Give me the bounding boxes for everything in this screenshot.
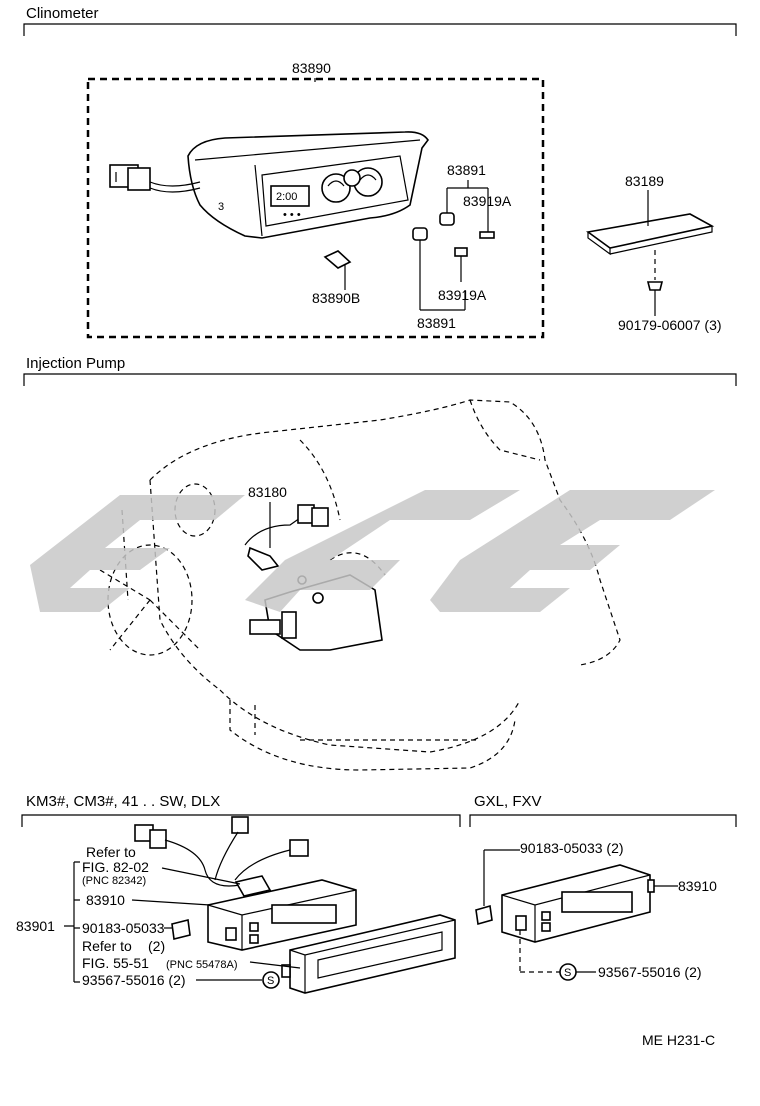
km3-section: KM3#, CM3#, 41 . . SW, DLX [16, 793, 461, 994]
watermark-shape [30, 495, 245, 612]
screw-symbol-gxl-letter: S [564, 967, 571, 979]
label-refer-to-b: Refer to [82, 938, 132, 954]
label-90183-05033-gxl: 90183-05033 (2) [520, 840, 624, 856]
km3-harness [134, 816, 309, 897]
section-bracket-km3 [21, 814, 461, 827]
gauge-left [321, 173, 351, 203]
label-83919a-bottom: 83919A [438, 287, 487, 303]
clock-display [270, 185, 310, 207]
screw-83919a-bottom: 83919A [438, 247, 487, 303]
injection-pump-section: Injection Pump 83180 [23, 355, 737, 771]
label-83901: 83901 [16, 918, 55, 934]
section-bracket-gxl [469, 814, 737, 827]
screw-83919a-top: 83919A [463, 193, 512, 239]
assembly-box [86, 77, 545, 339]
label-pnc-55478a: (PNC 55478A) [166, 959, 238, 971]
screw-symbol-km3-letter: S [267, 975, 274, 987]
label-93567-55016-gxl: 93567-55016 (2) [598, 964, 702, 980]
svg-text:2:00: 2:00 [276, 191, 297, 203]
knob-83891-bottom: 83891 [412, 227, 466, 331]
km3-clip [171, 919, 191, 940]
label-fig-82-02: FIG. 82-02 [82, 859, 149, 875]
footer-code: ME H231-C [642, 1032, 715, 1048]
section-bracket-injection-pump [23, 373, 737, 386]
gxl-clip [475, 904, 493, 926]
km3-switch [207, 879, 357, 951]
gxl-section: GXL, FXV 90183-05033 (2) 83910 S 93567-5… [469, 793, 737, 981]
label-83919a-top: 83919A [463, 193, 512, 209]
label-83189: 83189 [625, 173, 664, 189]
label-qty-2: (2) [148, 938, 165, 954]
svg-text:• • •: • • • [283, 209, 301, 221]
label-83910-gxl: 83910 [678, 878, 717, 894]
sensor-83180: 83180 [244, 484, 329, 571]
screw-symbol-km3 [262, 971, 280, 989]
section-bracket-clinometer [23, 23, 737, 36]
label-90183-05033-km3: 90183-05033 [82, 920, 165, 936]
label-93567-55016-km3: 93567-55016 (2) [82, 972, 186, 988]
section-title-clinometer: Clinometer [26, 5, 99, 22]
label-refer-to-a: Refer to [86, 844, 136, 860]
label-fig-55-51: FIG. 55-51 [82, 955, 149, 971]
label-pnc-82342: (PNC 82342) [82, 875, 146, 887]
svg-text:3: 3 [218, 201, 224, 213]
label-83890: 83890 [292, 60, 331, 76]
label-83180: 83180 [248, 484, 287, 500]
label-83890b: 83890B [312, 290, 360, 306]
gxl-switch [501, 864, 655, 943]
clinometer-section: Clinometer 83890 2:00 3 • • • [23, 5, 737, 339]
section-title-injection-pump: Injection Pump [26, 355, 125, 372]
bulb-83890b: 83890B [312, 250, 360, 306]
watermark [30, 490, 715, 612]
knob-83891-top: 83891 [439, 162, 489, 232]
label-83910-km3: 83910 [86, 892, 125, 908]
section-title-gxl: GXL, FXV [474, 793, 542, 810]
bracket-83189: 83189 90179-06007 (3) [586, 173, 722, 333]
clinometer-connector [109, 164, 201, 193]
label-90179-06007: 90179-06007 (3) [618, 317, 722, 333]
km3-bezel [281, 914, 456, 994]
label-83891-bottom: 83891 [417, 315, 456, 331]
clinometer-housing: 2:00 3 • • • [187, 131, 429, 239]
fan [107, 544, 193, 656]
label-83891-top: 83891 [447, 162, 486, 178]
section-title-km3: KM3#, CM3#, 41 . . SW, DLX [26, 793, 220, 810]
